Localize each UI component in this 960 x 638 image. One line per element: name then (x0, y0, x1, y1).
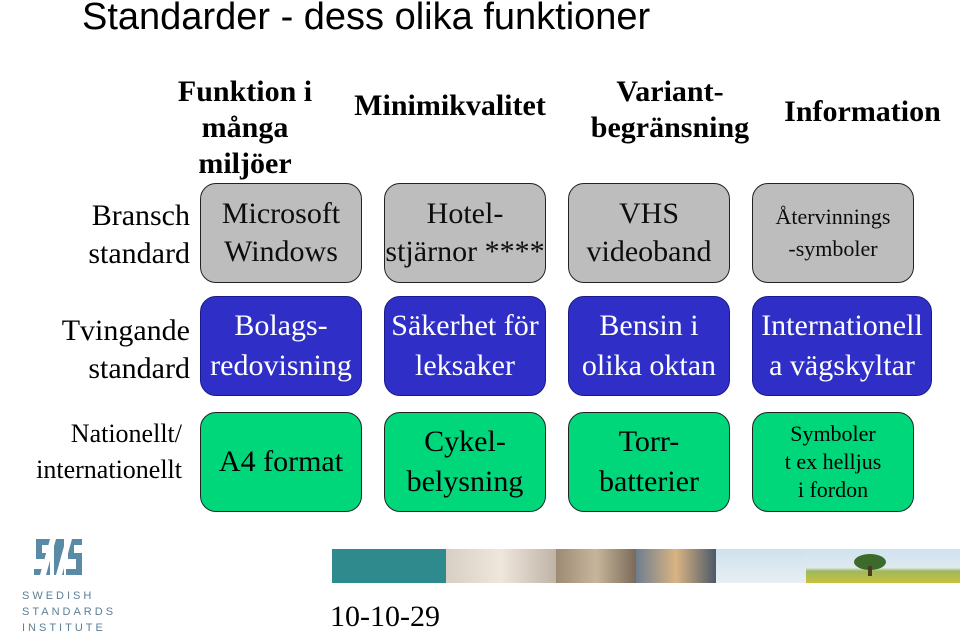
cell-road-signs: Internationell a vägskyltar (752, 296, 932, 396)
cell-microsoft-windows: Microsoft Windows (200, 183, 362, 283)
logo-text-institute: INSTITUTE (22, 622, 106, 634)
logo-text-standards: STANDARDS (22, 606, 117, 618)
column-header-function: Funktion i många miljöer (177, 75, 313, 180)
cell-recycling-symbols: Återvinnings -symboler (752, 183, 914, 283)
cell-dry-batteries: Torr- batterier (568, 412, 730, 512)
photo-strip-business (446, 549, 556, 583)
logo-text-swedish: SWEDISH (22, 590, 95, 602)
sis-logo (34, 539, 82, 575)
cell-vhs-videotape: VHS videoband (568, 183, 730, 283)
column-header-minimum-quality: Minimikvalitet (354, 89, 546, 122)
row-header-industry-standard: Bransch standard (88, 199, 190, 270)
slide-date: 10-10-29 (330, 600, 440, 633)
cell-petrol-octane: Bensin i olika oktan (568, 296, 730, 396)
row-header-mandatory-standard: Tvingande standard (61, 314, 190, 385)
column-header-information: Information (784, 95, 941, 128)
photo-strip-office (556, 549, 636, 583)
page-title: Standarder - dess olika funktioner (82, 0, 651, 38)
photo-strip-worker (636, 549, 716, 583)
cell-bicycle-lighting: Cykel- belysning (384, 412, 546, 512)
cell-hotel-stars: Hotel- stjärnor **** (384, 183, 546, 283)
cell-vehicle-symbols: Symboler t ex helljus i fordon (752, 412, 914, 512)
row-header-national-international: Nationellt/ internationellt (36, 419, 182, 484)
column-header-variant-limitation: Variant- begränsning (590, 75, 750, 144)
cell-a4-format: A4 format (200, 412, 362, 512)
cell-company-accounting: Bolags- redovisning (200, 296, 362, 396)
tree-icon (854, 554, 886, 576)
photo-strip-sky (716, 549, 806, 583)
teal-banner-strip (332, 549, 446, 583)
cell-toy-safety: Säkerhet för leksaker (384, 296, 546, 396)
